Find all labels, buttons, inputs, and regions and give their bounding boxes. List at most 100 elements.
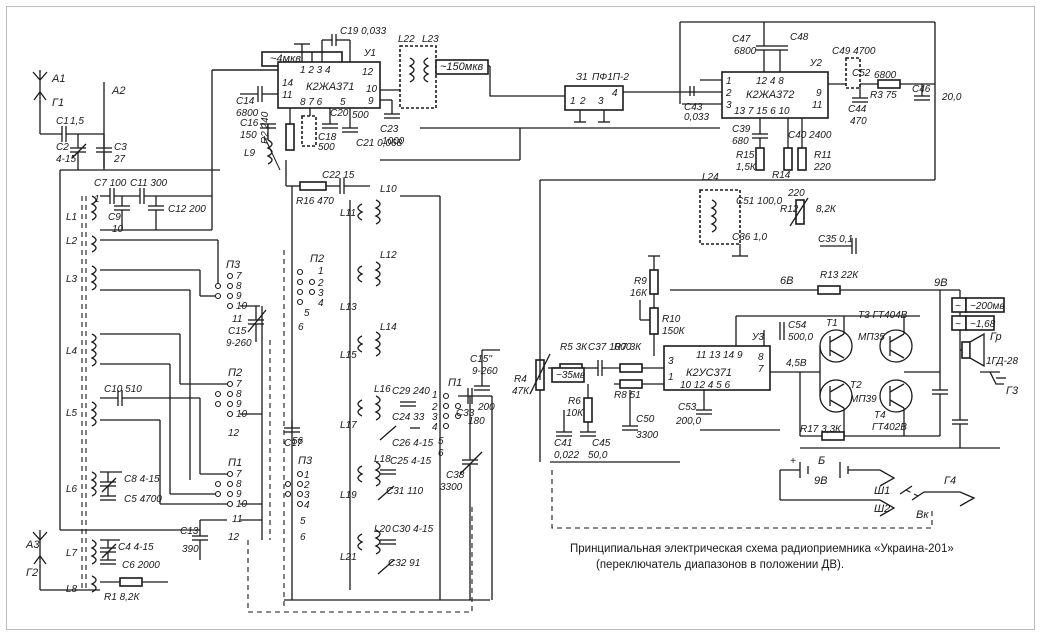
coil-l1: L1 1 bbox=[66, 194, 100, 223]
svg-text:180: 180 bbox=[468, 416, 485, 427]
coil-l18-l19: L18 L19 bbox=[340, 454, 391, 501]
r2-label: R2 240 bbox=[260, 111, 271, 144]
svg-text:1: 1 bbox=[318, 266, 324, 277]
l1-label: L1 bbox=[66, 212, 77, 223]
r4-ref: R4 bbox=[514, 374, 527, 385]
l7-label: L7 bbox=[66, 548, 78, 559]
c17-value: 56 bbox=[292, 436, 304, 447]
u2-name: К2ЖА372 bbox=[746, 89, 794, 101]
c25-label: С31 110 bbox=[386, 486, 424, 497]
u2-p11: 11 bbox=[812, 100, 822, 111]
c15b-value: 3300 bbox=[440, 482, 463, 493]
r9-value: 16К bbox=[630, 288, 648, 299]
t2-ref: Т2 bbox=[850, 380, 862, 391]
antenna-a3: А3 Г2 bbox=[25, 530, 48, 590]
c52-value: 20,0 bbox=[941, 92, 962, 103]
z1-ref: З1 bbox=[576, 72, 588, 83]
c16-value: 150 bbox=[240, 130, 257, 141]
p2-left-label: П2 bbox=[228, 367, 242, 379]
capacitor-c15-second: С38 3300 bbox=[440, 451, 483, 493]
t4-type: ГТ402В bbox=[872, 422, 907, 433]
l11-label: L11 bbox=[340, 208, 356, 219]
l24-label: L24 bbox=[702, 172, 719, 183]
l15-label: L15 bbox=[340, 350, 357, 361]
c38-value: 0,033 bbox=[684, 112, 709, 123]
r8-label: R8 51 bbox=[614, 390, 641, 401]
level-badge-2 bbox=[435, 59, 489, 75]
l3-label: L3 bbox=[66, 274, 78, 285]
svg-text:2: 2 bbox=[303, 480, 310, 491]
u3-p3: 3 bbox=[668, 356, 674, 367]
svg-text:8: 8 bbox=[236, 281, 242, 292]
r14-ref: R11 bbox=[814, 150, 832, 161]
l19-label: L19 bbox=[340, 490, 357, 501]
c38-ref: С43 bbox=[684, 102, 703, 113]
speaker-type: 1ГД-28 bbox=[986, 356, 1018, 367]
svg-text:4: 4 bbox=[432, 422, 438, 433]
c32-value: 200 bbox=[477, 402, 495, 413]
c2-ref: С2 bbox=[56, 142, 69, 153]
c36-label: С37 1000 bbox=[588, 342, 632, 353]
svg-text:+: + bbox=[790, 456, 796, 467]
t3-label: Т3 ГТ404В bbox=[858, 310, 908, 321]
coil-l8: L8 bbox=[66, 575, 97, 595]
coil-l6: L6 bbox=[66, 471, 97, 497]
r1-label: R1 8,2К bbox=[104, 592, 140, 603]
c23-value: 1000 bbox=[382, 136, 405, 147]
r12-ref: R14 bbox=[772, 170, 791, 181]
u2-p1: 1 bbox=[726, 76, 732, 87]
t1-ref: Т1 bbox=[826, 318, 838, 329]
c45-value: 200,0 bbox=[675, 416, 701, 427]
c18-value: 500 bbox=[318, 142, 335, 153]
l9-label: L9 bbox=[244, 148, 256, 159]
battery-value: 9В bbox=[814, 475, 827, 487]
l20-label: L20 bbox=[374, 524, 391, 535]
c19-label: С19 0,033 bbox=[340, 26, 387, 37]
svg-text:11: 11 bbox=[232, 514, 242, 525]
z1-p2: 2 bbox=[579, 96, 586, 107]
caption-line-1: Принципиальная электрическая схема радио… bbox=[570, 543, 954, 555]
c6-label: С6 2000 bbox=[122, 560, 160, 571]
l10-label: L10 bbox=[380, 184, 397, 195]
svg-text:6: 6 bbox=[438, 448, 444, 459]
node-45v: 4,5В bbox=[786, 358, 807, 369]
level-badge-5 bbox=[965, 315, 995, 331]
coil-l9: L9 bbox=[244, 135, 281, 171]
c8-label: С8 4-15 bbox=[124, 474, 160, 485]
switch-p2-mid: П2 123 456 bbox=[296, 253, 324, 333]
svg-text:5: 5 bbox=[300, 516, 306, 527]
p1-left-label: П1 bbox=[228, 457, 242, 469]
level-3: ~35мв bbox=[556, 370, 585, 381]
svg-text:7: 7 bbox=[236, 379, 242, 390]
l16-label: L16 bbox=[374, 384, 391, 395]
c3-value: 27 bbox=[113, 154, 126, 165]
c39-label: С51 100,0 bbox=[736, 196, 783, 207]
coil-l10-l11: L10 L11 bbox=[340, 184, 397, 225]
c29-label: С25 4-15 bbox=[390, 456, 432, 467]
c7-label: С7 100 bbox=[94, 178, 127, 189]
r3-label: R16 470 bbox=[296, 196, 334, 207]
c14-ref: С14 bbox=[236, 96, 255, 107]
r5-label: R5 3К bbox=[560, 342, 588, 353]
r11-value: 1,5К bbox=[736, 162, 757, 173]
c35-value: 0,022 bbox=[554, 450, 579, 461]
l22-label: L22 bbox=[398, 34, 415, 45]
level-2: ~150мкв bbox=[440, 61, 484, 73]
r9-ref: R9 bbox=[634, 276, 647, 287]
ic-u2: У2 К2ЖА372 12 4 8 1 2 3 9 11 13 7 15 6 1… bbox=[721, 58, 829, 119]
z1-p3: 3 bbox=[598, 96, 604, 107]
svg-text:12: 12 bbox=[228, 532, 240, 543]
u1-ref: У1 bbox=[363, 48, 376, 59]
svg-text:12: 12 bbox=[228, 428, 240, 439]
svg-text:3: 3 bbox=[432, 412, 438, 423]
svg-text:6800: 6800 bbox=[874, 70, 897, 81]
coil-l24: L24 bbox=[699, 172, 741, 245]
c51-label: С35 0,1 bbox=[818, 234, 853, 245]
c1-ref: С1 bbox=[56, 116, 69, 127]
r17-label: R17 3,3К bbox=[800, 424, 842, 435]
transistor-t3: Т3 ГТ404В bbox=[858, 310, 913, 363]
z1-p1: 1 bbox=[570, 96, 576, 107]
level-4: ~200мв bbox=[970, 301, 1005, 312]
c13-ref: С13 bbox=[180, 526, 199, 537]
